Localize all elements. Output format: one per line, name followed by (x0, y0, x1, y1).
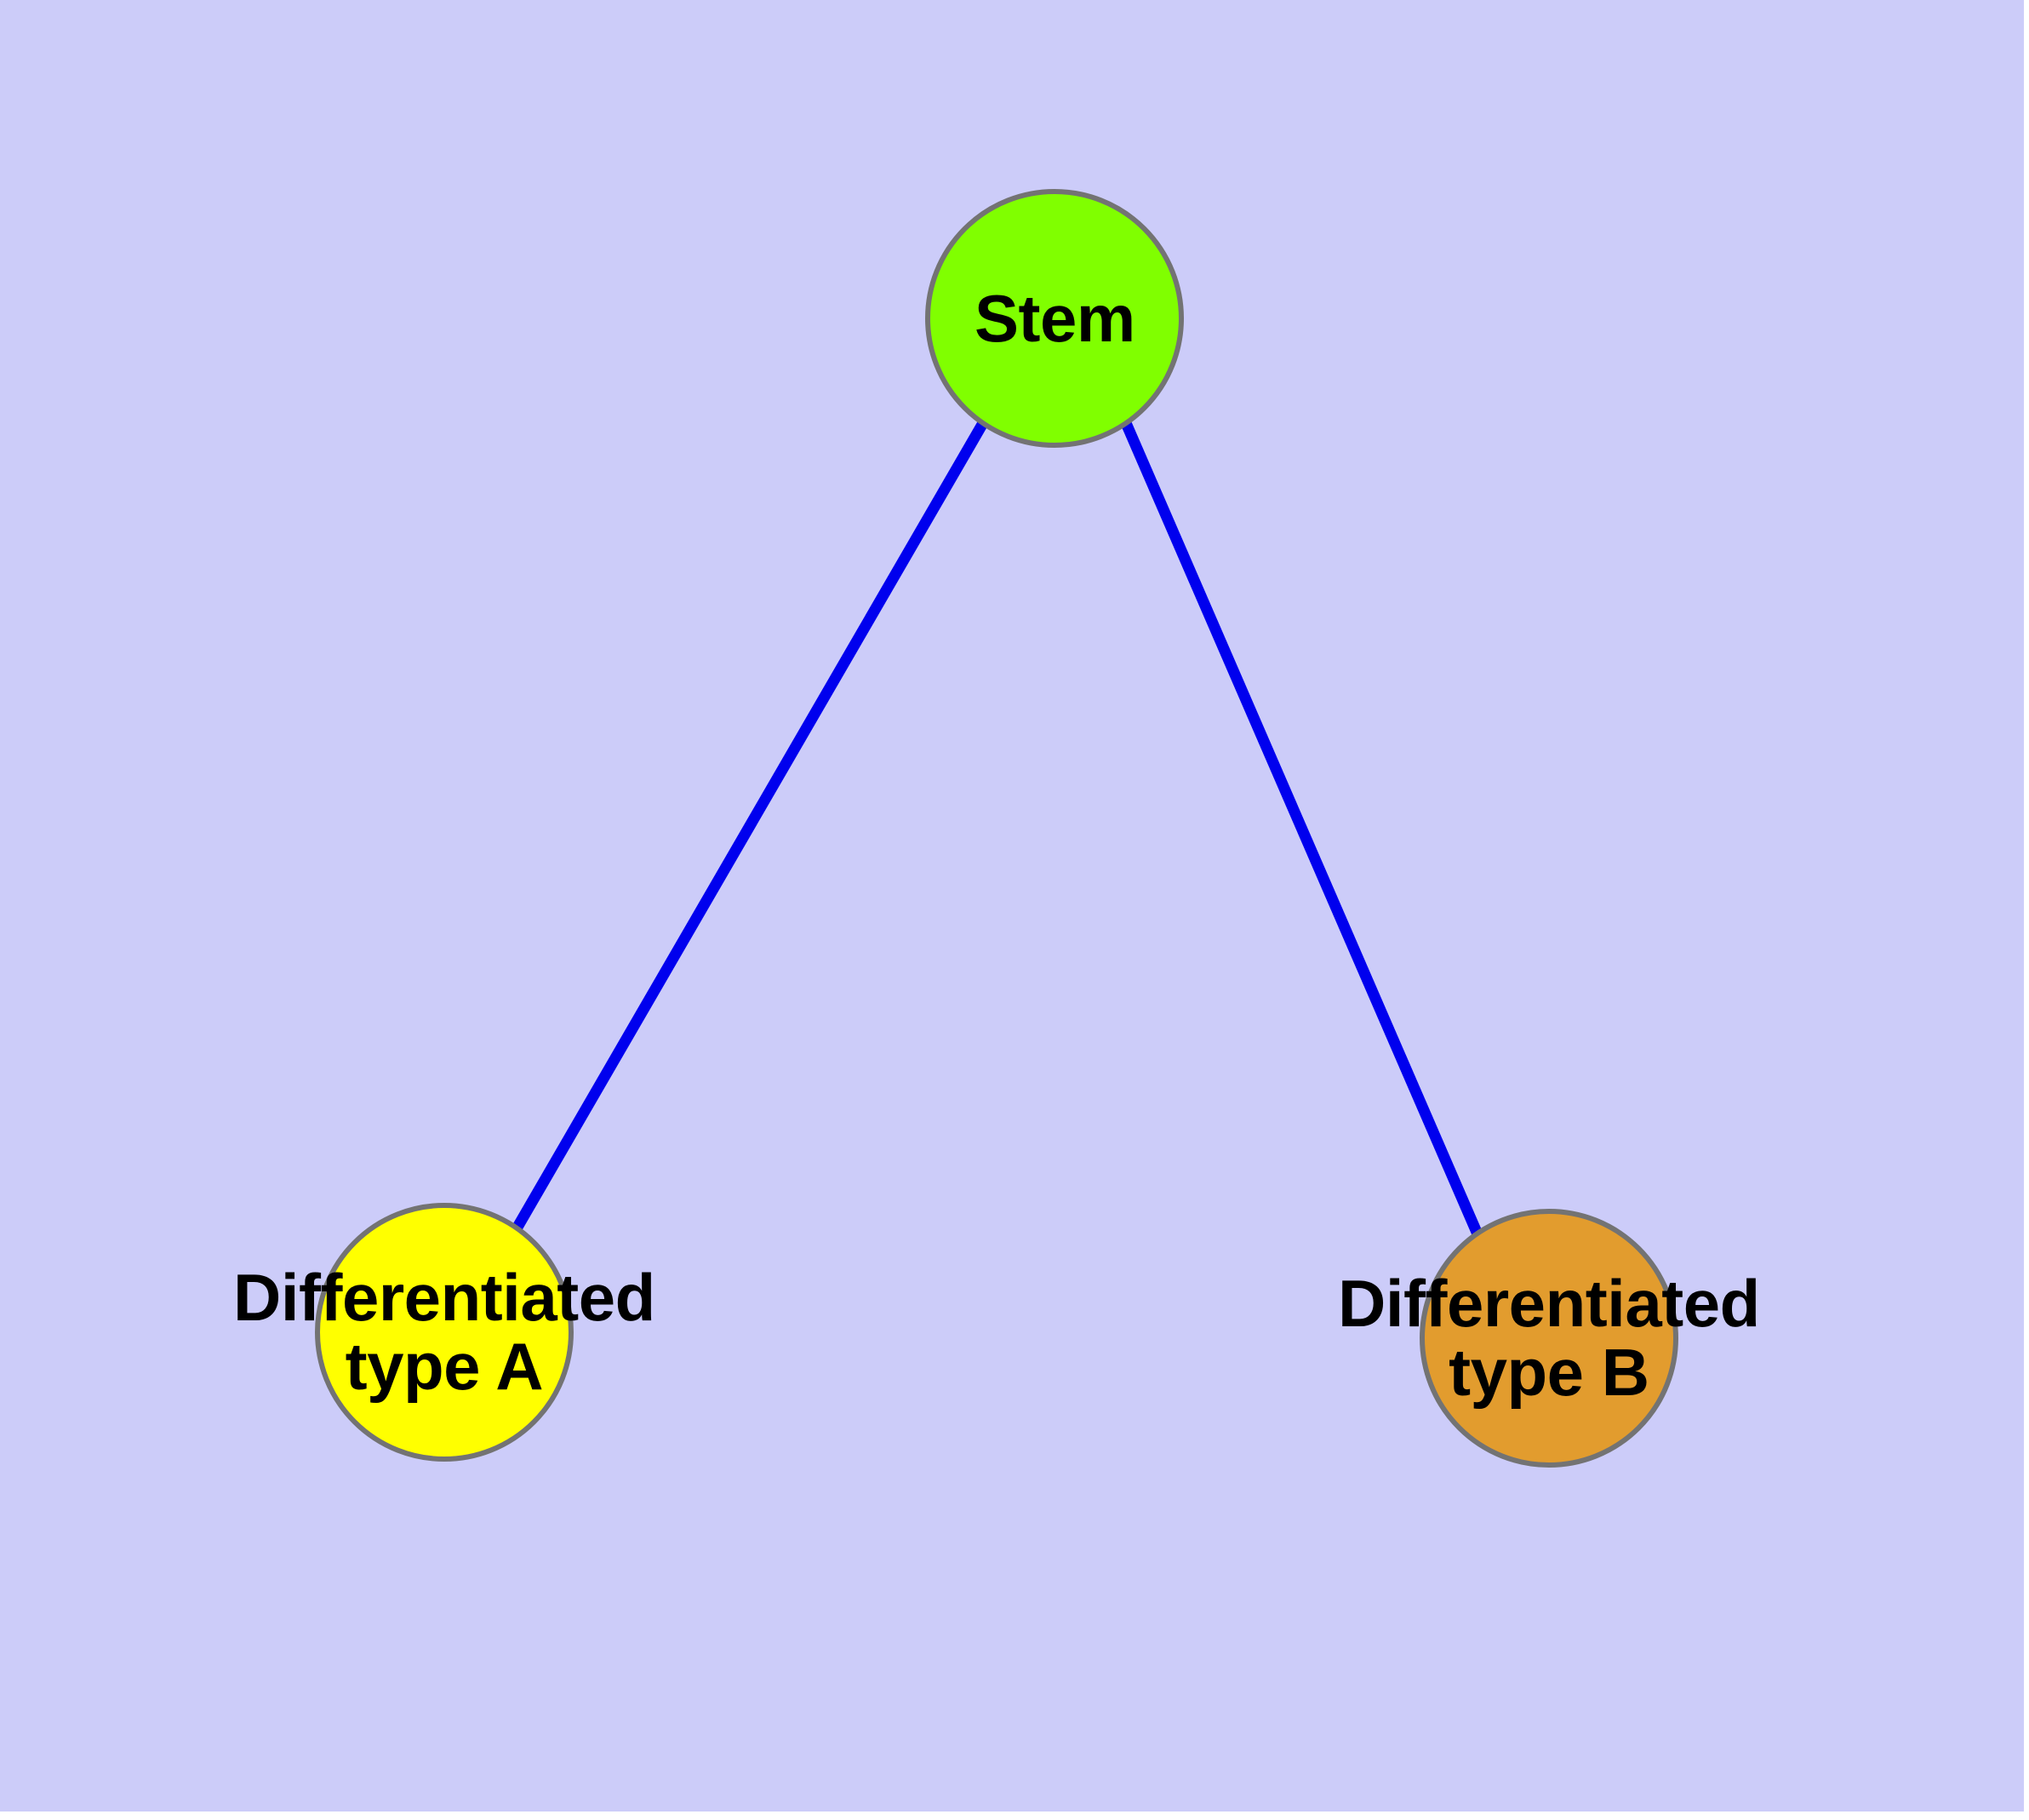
node-layer (315, 189, 1678, 1468)
graph-node-diff_b[interactable] (1420, 1209, 1678, 1468)
graph-node-stem[interactable] (925, 189, 1184, 448)
edge-layer (511, 420, 1483, 1239)
graph-node-diff_a[interactable] (315, 1203, 574, 1462)
graph-edge-stem-to-diff_b[interactable] (1121, 421, 1483, 1239)
graph-edge-stem-to-diff_a[interactable] (511, 420, 988, 1233)
